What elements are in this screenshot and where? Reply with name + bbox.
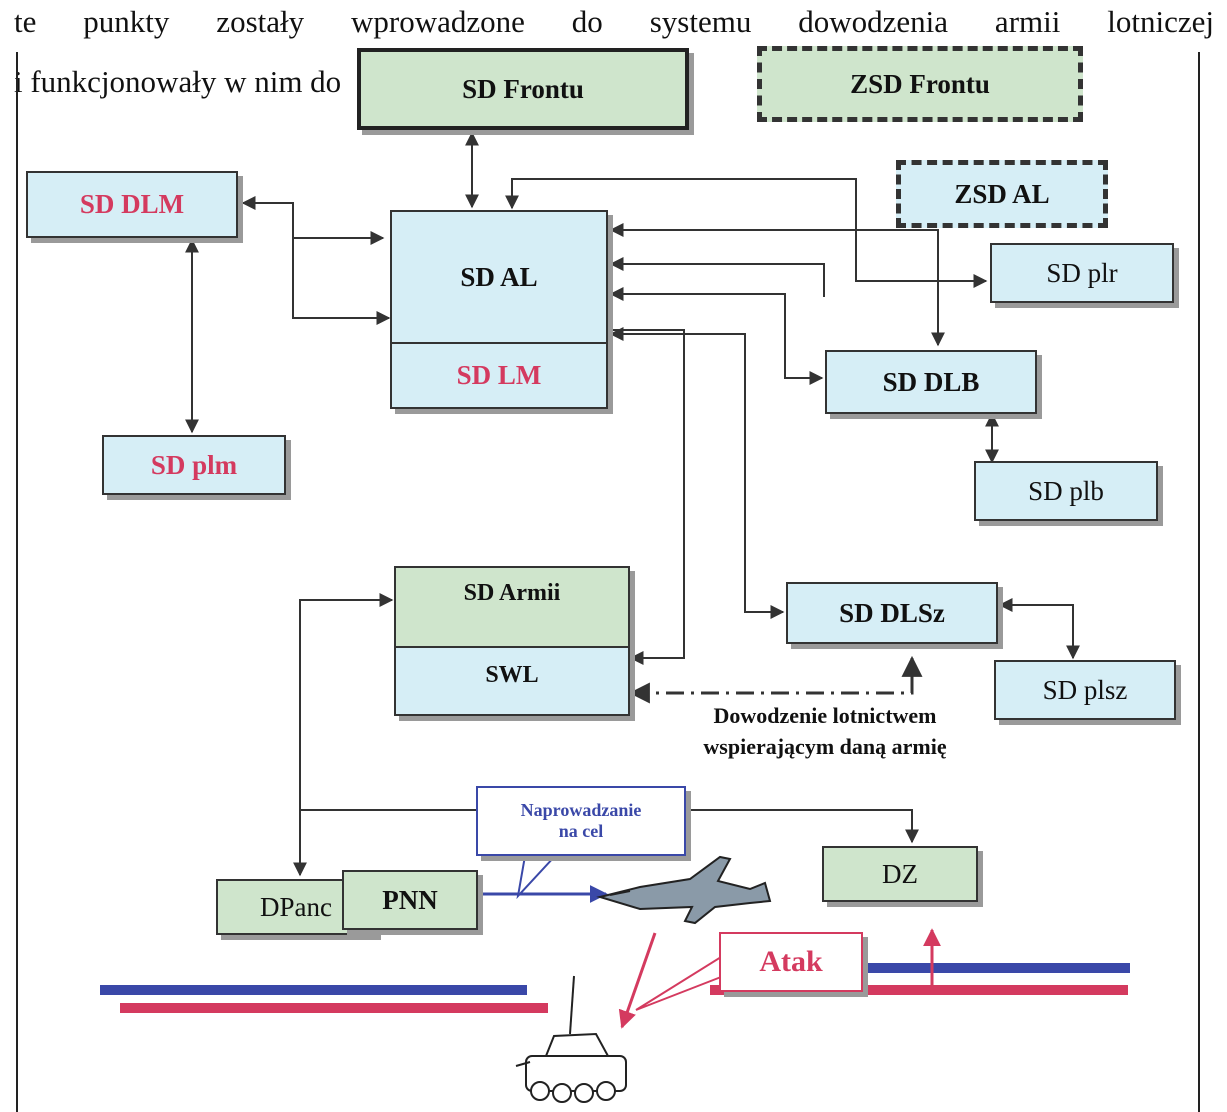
zsd-frontu-label: ZSD Frontu [850,68,990,99]
sd-armii-label: SD Armii [463,580,561,606]
sd-dlb-label: SD DLB [882,366,980,397]
arrow-armii-dpanc [293,593,394,877]
intro-line-2: i funkcjonowały w nim do [14,64,342,99]
naprowadzanie-callout: Naprowadzanie na cel [476,786,686,856]
pnn-label: PNN [382,884,438,915]
sd-dlm-box: SD DLM [26,171,238,238]
arrow-dlsz-plsz [998,598,1080,660]
arrow-swl-dlsz-dashdot [628,655,923,704]
dowodzenie-note: Dowodzenie lotnictwem wspierającym daną … [650,700,1000,762]
swl-box: SWL [394,646,630,716]
sd-plb-box: SD plb [974,461,1158,521]
arrow-al-dlb-1 [609,223,945,347]
sd-dlsz-label: SD DLSz [839,597,945,628]
zsd-frontu-box: ZSD Frontu [757,46,1083,122]
sd-plm-box: SD plm [102,435,286,495]
sd-al-box: SD AL [390,210,608,344]
zsd-al-label: ZSD AL [954,178,1050,209]
arrow-dlm-al-2 [292,238,391,325]
tank-icon [515,975,627,1103]
dowodzenie-line-1: Dowodzenie lotnictwem [713,703,937,728]
dz-label: DZ [882,858,918,889]
intro-line-1: te punkty zostały wprowadzone do systemu… [14,4,1214,39]
atak-callout: Atak [719,932,863,992]
arrow-attack-tank [618,932,657,1029]
sd-plsz-box: SD plsz [994,660,1176,720]
sd-plb-label: SD plb [1028,475,1104,506]
sd-dlm-label: SD DLM [79,189,185,219]
pnn-box: PNN [342,870,478,930]
naprowadzanie-line-2: na cel [558,821,604,841]
dowodzenie-line-2: wspierającym daną armię [703,734,947,759]
sd-frontu-box: SD Frontu [357,48,689,130]
zsd-al-box: ZSD AL [896,160,1108,228]
sd-plsz-label: SD plsz [1042,674,1128,705]
callout-tail-naprowadzanie [516,855,558,900]
sd-plr-box: SD plr [990,243,1174,303]
arrow-al-dlb-2 [609,257,825,297]
sd-dlsz-box: SD DLSz [786,582,998,644]
diagram-frame [16,52,1200,1112]
aircraft-icon [596,855,772,925]
dpanc-label: DPanc [260,891,332,922]
arrow-dlm-al-1 [241,196,385,245]
callout-tail-atak [635,955,722,1011]
sd-armii-box: SD Armii [394,566,630,648]
arrow-al-dlb-3 [609,287,824,385]
naprowadzanie-line-1: Naprowadzanie [520,800,642,820]
sd-frontu-label: SD Frontu [462,73,584,104]
atak-label: Atak [759,945,823,978]
sd-lm-box: SD LM [390,342,608,409]
sd-dlb-box: SD DLB [825,350,1037,414]
dz-box: DZ [822,846,978,902]
sd-plm-label: SD plm [150,449,238,480]
sd-lm-label: SD LM [456,360,542,390]
sd-al-label: SD AL [460,261,538,292]
sd-plr-label: SD plr [1046,257,1118,288]
swl-label: SWL [485,662,539,688]
arrow-al-dlsz [609,327,785,619]
